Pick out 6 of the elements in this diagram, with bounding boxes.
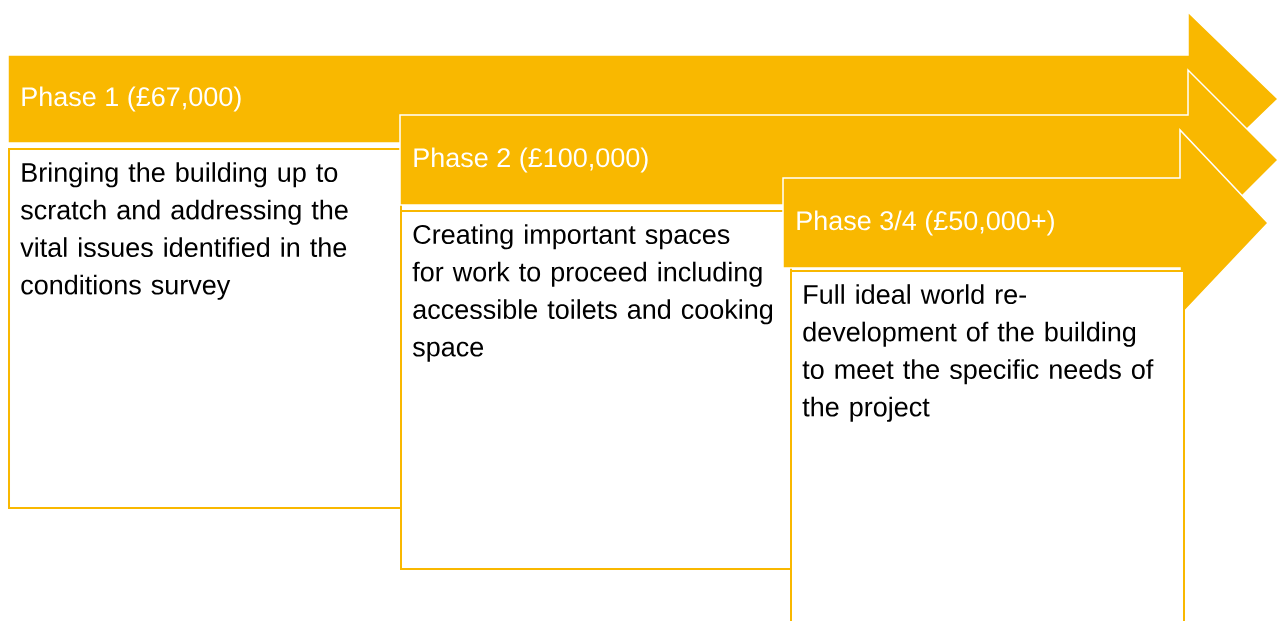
text-box: Creating important spaces for work to proceed including accessible toilets and cooking space <box>400 210 792 570</box>
text-box: Full ideal world re-development of the building to meet the specific needs of the project <box>790 270 1185 621</box>
node-label: Phase 2 (£100,000) <box>414 147 648 173</box>
node-label: Phase 1 (£67,000) <box>22 86 241 112</box>
text-box: Bringing the building up to scratch and addressing the vital issues identified in the conditions survey <box>8 148 402 509</box>
node-label: Phase 3/4 (£50,000+) <box>797 210 1054 236</box>
